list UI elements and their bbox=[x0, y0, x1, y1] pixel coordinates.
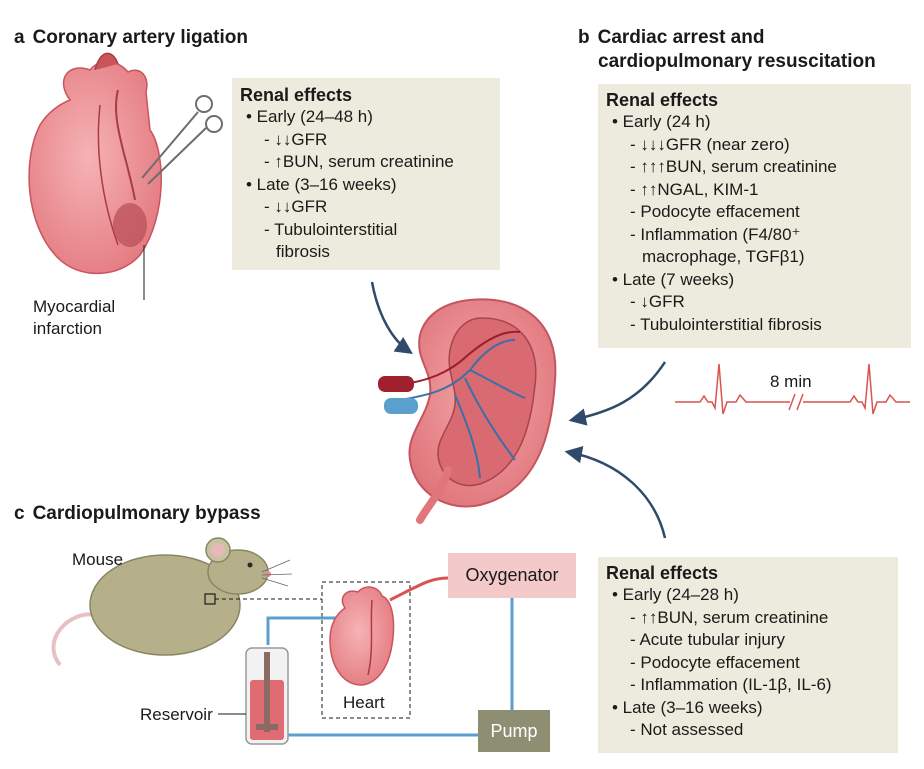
heart-ligated-illustration bbox=[28, 52, 223, 300]
renal-artery bbox=[378, 376, 414, 392]
renal-effects-heading-a: Renal effects bbox=[240, 85, 353, 105]
renal-effect-line: - ↓↓↓GFR (near zero) bbox=[630, 134, 790, 154]
label-mouse: Mouse bbox=[72, 550, 124, 569]
panel-c-letter: c bbox=[14, 503, 25, 524]
renal-effect-line: - ↑↑BUN, serum creatinine bbox=[630, 607, 829, 627]
renal-effect-line: - Inflammation (F4/80⁺ bbox=[630, 224, 801, 244]
panel-b-title-line1: Cardiac arrest and bbox=[597, 27, 765, 48]
renal-effect-line: - Tubulointerstitial fibrosis bbox=[630, 314, 822, 334]
renal-effect-line: - Podocyte effacement bbox=[630, 652, 800, 672]
renal-effect-line: - Inflammation (IL-1β, IL-6) bbox=[630, 675, 832, 694]
renal-effect-line: - ↑↑NGAL, KIM-1 bbox=[630, 179, 759, 199]
panel-a-title: a Coronary artery ligation bbox=[14, 26, 248, 50]
renal-effect-line: • Late (3–16 weeks) bbox=[612, 697, 763, 717]
renal-effects-list-a: • Early (24–48 h) - ↓↓GFR - ↑BUN, serum cr… bbox=[240, 106, 492, 264]
renal-effects-box-c: Renal effects • Early (24–28 h) - ↑↑BUN, … bbox=[598, 557, 898, 753]
heart-small-illustration bbox=[329, 586, 395, 686]
bypass-tubing bbox=[266, 598, 514, 737]
renal-effects-box-a: Renal effects • Early (24–48 h) - ↓↓GFR - … bbox=[232, 78, 500, 270]
renal-effect-line: • Early (24–28 h) bbox=[612, 585, 739, 604]
arrow-b-to-kidney bbox=[568, 361, 667, 426]
label-myocardial: Myocardial bbox=[33, 297, 116, 316]
renal-effects-heading-c: Renal effects bbox=[606, 563, 719, 583]
panel-a-letter: a bbox=[14, 27, 25, 48]
renal-effects-list-b: • Early (24 h) - ↓↓↓GFR (near zero) - ↑↑↑B… bbox=[606, 111, 903, 336]
pump-box: Pump bbox=[478, 710, 550, 752]
panel-a-title-text: Coronary artery ligation bbox=[32, 27, 248, 48]
heart-enclosure-dashed bbox=[321, 581, 411, 719]
renal-effects-box-b: Renal effects • Early (24 h) - ↓↓↓GFR (ne… bbox=[598, 84, 911, 348]
renal-effect-line: - Acute tubular injury bbox=[630, 630, 785, 649]
renal-effect-line: - ↓GFR bbox=[630, 292, 685, 311]
label-8-min: 8 min bbox=[770, 372, 812, 391]
arrow-a-to-kidney bbox=[370, 281, 413, 354]
renal-effect-line: • Early (24–48 h) bbox=[246, 107, 373, 126]
panel-c-title: c Cardiopulmonary bypass bbox=[14, 502, 261, 526]
renal-effects-heading-b: Renal effects bbox=[606, 90, 719, 110]
renal-effect-line: • Late (7 weeks) bbox=[612, 269, 735, 289]
label-infarction: infarction bbox=[33, 319, 102, 338]
panel-b-title: b Cardiac arrest and cardiopulmonary resu… bbox=[578, 26, 876, 74]
renal-effect-line: - ↓↓GFR bbox=[264, 197, 328, 216]
renal-effect-line: - Not assessed bbox=[630, 720, 744, 739]
renal-effect-line: - ↑↑↑BUN, serum creatinine bbox=[630, 157, 837, 176]
renal-effect-line: macrophage, TGFβ1) bbox=[642, 247, 805, 266]
renal-vein bbox=[384, 398, 418, 414]
kidney-illustration bbox=[378, 298, 557, 524]
renal-effect-line: - Podocyte effacement bbox=[630, 202, 800, 221]
oxygenator-box: Oxygenator bbox=[448, 553, 576, 598]
label-heart: Heart bbox=[343, 693, 385, 712]
arrow-c-to-kidney bbox=[564, 446, 667, 539]
panel-b-title-line2: cardiopulmonary resuscitation bbox=[598, 51, 876, 72]
renal-effect-line: - ↓↓GFR bbox=[264, 129, 328, 149]
renal-effect-line: - Tubulointerstitial bbox=[264, 219, 398, 239]
renal-effects-list-c: • Early (24–28 h) - ↑↑BUN, serum creatini… bbox=[606, 584, 890, 742]
renal-effect-line: • Early (24 h) bbox=[612, 112, 711, 131]
panel-c-title-text: Cardiopulmonary bypass bbox=[32, 503, 261, 524]
label-oxygenator: Oxygenator bbox=[465, 565, 559, 585]
panel-b-letter: b bbox=[578, 27, 590, 48]
mouse-illustration bbox=[51, 537, 293, 667]
renal-effect-line: fibrosis bbox=[276, 242, 330, 261]
label-pump: Pump bbox=[490, 720, 538, 741]
renal-effect-line: • Late (3–16 weeks) bbox=[246, 174, 397, 194]
surgical-scissors-icon bbox=[141, 95, 223, 185]
renal-effect-line: - ↑BUN, serum creatinine bbox=[264, 152, 454, 171]
label-reservoir: Reservoir bbox=[140, 705, 213, 724]
ecg-trace bbox=[675, 363, 910, 415]
reservoir-illustration bbox=[245, 647, 289, 745]
